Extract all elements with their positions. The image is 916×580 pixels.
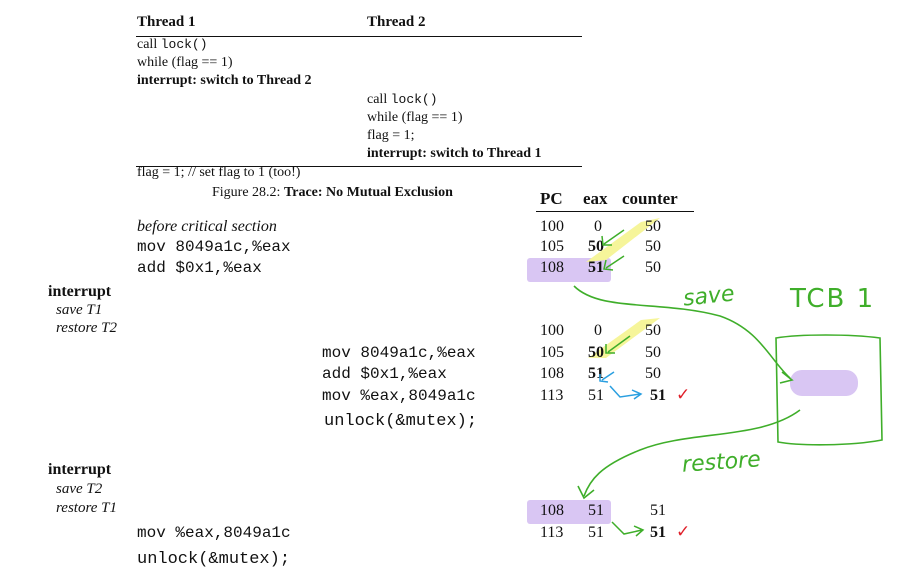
pc-initial: 100 [540,218,564,235]
counter-50-t2: 50 [645,322,661,339]
restore-t2: restore T2 [56,320,117,336]
header-thread2: Thread 2 [367,14,426,30]
code-mov-load-1: mov 8049a1c,%eax [137,238,291,256]
pc-108-1: 108 [540,259,564,276]
check-mark-icon: ✓ [676,385,691,405]
save-t1: save T1 [56,302,103,318]
green-arrow-icon [605,335,631,354]
save-arrow-icon [573,285,791,379]
highlight-tcb-slot [790,370,858,396]
figure-caption: Figure 28.2: Trace: No Mutual Exclusion [212,185,453,201]
pc-105-1: 105 [540,238,564,255]
pc-105-2: 105 [540,344,564,361]
interrupt-1-label: interrupt [48,283,112,300]
t1-after-flag: flag = 1; // set flag to 1 (too!) [137,165,301,180]
eax-initial: 0 [594,218,602,235]
pc-108-2: 108 [540,365,564,382]
green-arrow-icon [611,521,645,537]
code-mov-store-2: mov %eax,8049a1c [322,387,476,405]
counter-51-restored: 51 [650,502,666,519]
highlight-eax-pc-row-108 [527,258,611,282]
eax-51-restored: 51 [588,502,604,519]
highlight-restored-pc-eax [527,500,611,524]
interrupt-2-label: interrupt [48,461,112,478]
col-header-pc: PC [540,189,563,208]
bottom-rule [136,166,582,167]
code-add-1: add $0x1,%eax [137,259,262,277]
t2-line-call-lock: call lock() [367,92,438,108]
header-rule [136,36,582,37]
call-keyword: call [137,37,161,52]
t2-line-while: while (flag == 1) [367,110,463,125]
header-thread1: Thread 1 [137,14,196,30]
counter-initial: 50 [645,218,661,235]
t1-line-while: while (flag == 1) [137,55,233,70]
pc-113-2: 113 [540,387,564,404]
eax-51-3: 51 [588,387,604,404]
col-header-counter: counter [622,189,678,208]
counter-50-4: 50 [645,365,661,382]
save-t2: save T2 [56,481,103,497]
eax-51-4: 51 [588,524,604,541]
counter-51-1: 51 [650,387,666,404]
before-critical-section: before critical section [137,218,277,235]
t1-line-call-lock: call lock() [137,37,208,53]
pc-100-t2: 100 [540,322,564,339]
lock-code: lock() [390,92,438,107]
t1-line-interrupt: interrupt: switch to Thread 2 [137,73,312,88]
counter-50-3: 50 [645,344,661,361]
code-mov-load-2: mov 8049a1c,%eax [322,344,476,362]
annotation-restore: restore [681,447,762,478]
pc-113-3: 113 [540,524,564,541]
col-header-eax: eax [583,189,608,208]
caption-title: Trace: No Mutual Exclusion [283,185,453,200]
caption-prefix: Figure 28.2: [212,185,284,200]
pc-108-restored: 108 [540,502,564,519]
annotation-save: save [681,281,736,312]
restore-t1: restore T1 [56,500,117,516]
counter-51-2: 51 [650,524,666,541]
code-add-2: add $0x1,%eax [322,365,447,383]
annotation-tcb: TCB 1 [790,284,876,314]
eax-51-1: 51 [588,259,604,276]
eax-50-1: 50 [588,238,604,255]
unlock-t1: unlock(&mutex); [137,550,291,569]
green-arrow-icon [601,229,625,246]
eax-0-t2: 0 [594,322,602,339]
counter-50-2: 50 [645,259,661,276]
blue-arrow-icon [609,385,643,400]
counter-50-1: 50 [645,238,661,255]
code-mov-store-3: mov %eax,8049a1c [137,524,291,542]
eax-50-2: 50 [588,344,604,361]
eax-51-2: 51 [588,365,604,382]
trace-header-rule [536,211,694,212]
t2-line-interrupt: interrupt: switch to Thread 1 [367,146,542,161]
call-keyword: call [367,92,391,107]
check-mark-icon: ✓ [676,522,691,542]
t2-line-flag: flag = 1; [367,128,415,143]
unlock-t2: unlock(&mutex); [324,412,478,431]
lock-code: lock() [160,37,208,52]
